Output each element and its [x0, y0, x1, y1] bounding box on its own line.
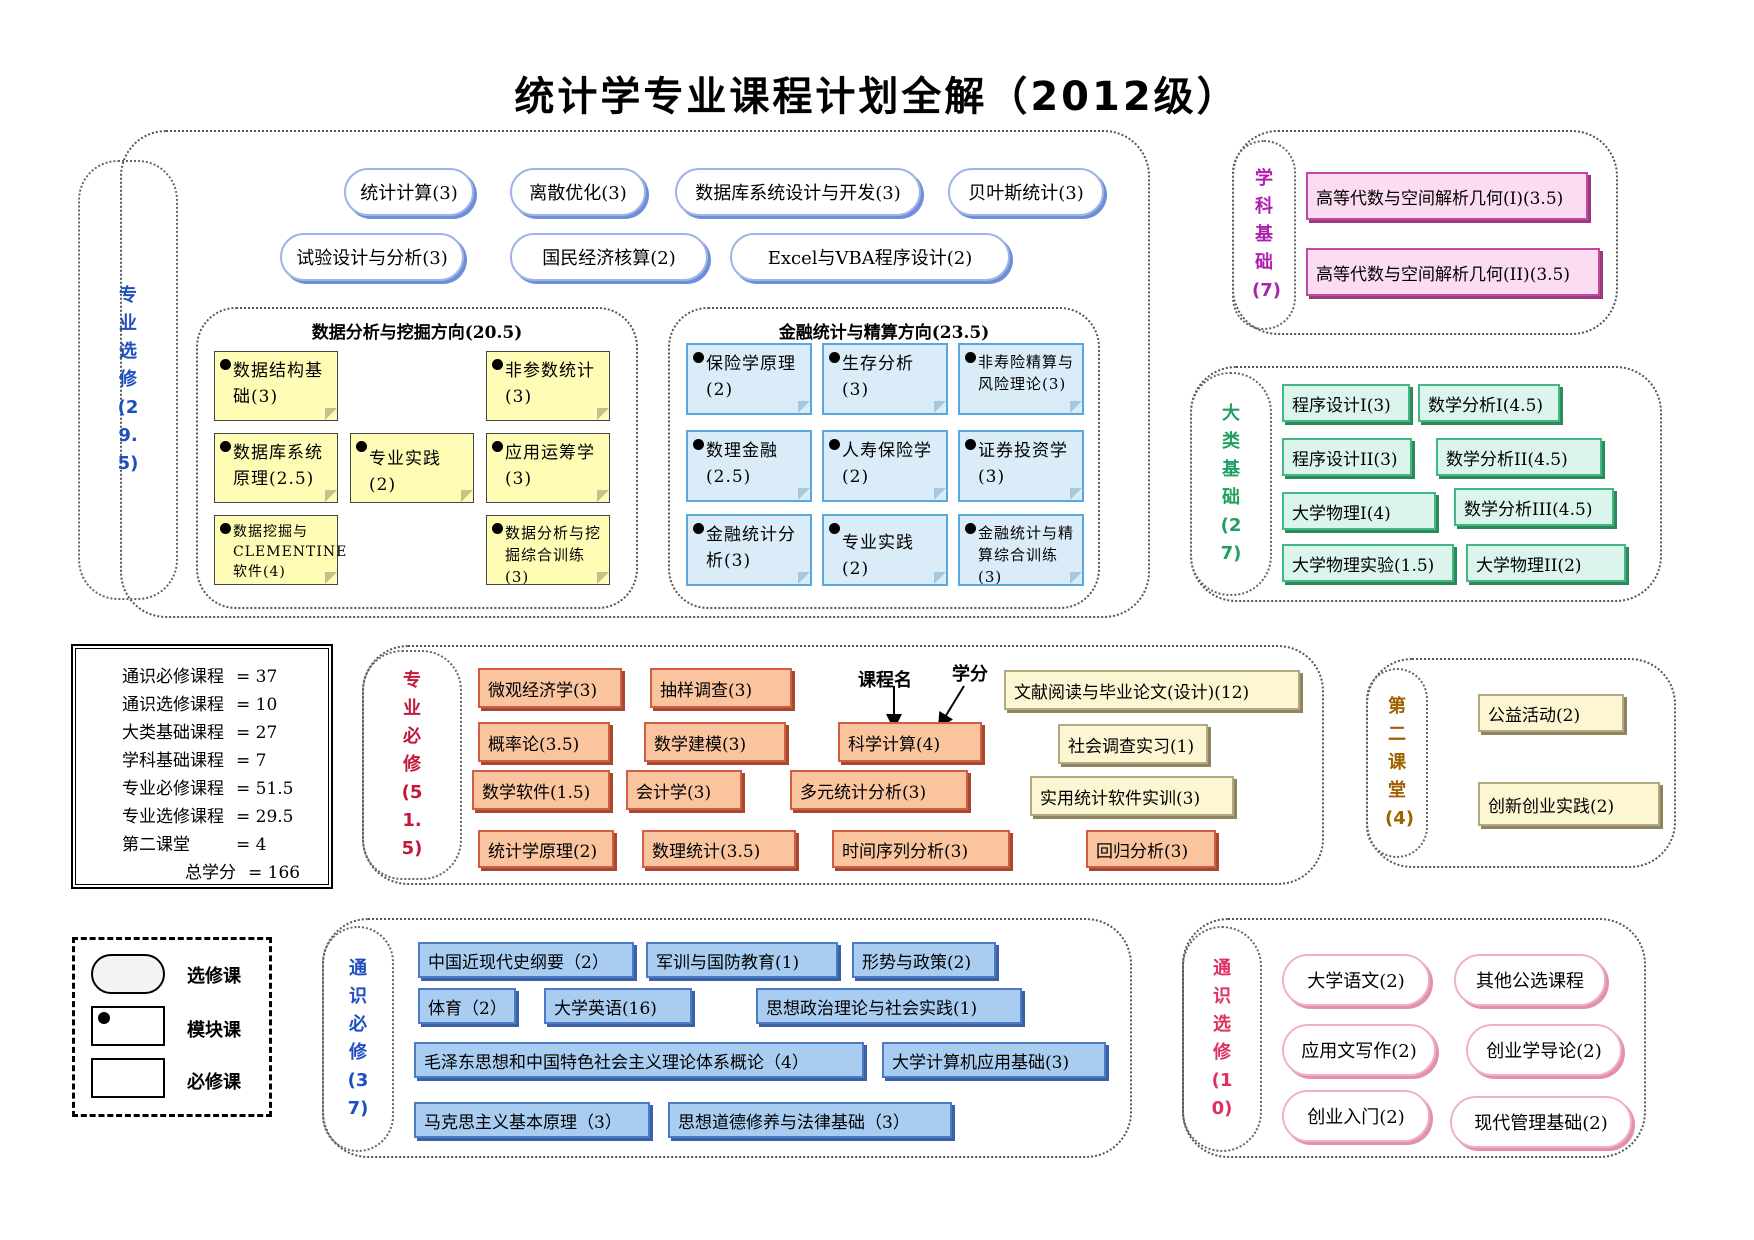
- legend-elective-label: 选修课: [187, 966, 241, 987]
- practice-course: 文献阅读与毕业论文(设计)(12): [1004, 670, 1300, 710]
- required-course: 会计学(3): [626, 770, 742, 810]
- direction-data-mining: [196, 307, 638, 609]
- elective-course: 其他公选课程: [1454, 954, 1606, 1006]
- required-course: 思想道德修养与法律基础（3）: [668, 1102, 952, 1138]
- required-course: 高等代数与空间解析几何(II)(3.5): [1306, 248, 1600, 296]
- module-course: 证券投资学(3): [958, 430, 1084, 502]
- legend-required-label: 必修课: [187, 1072, 241, 1093]
- practice-course: 创新创业实践(2): [1478, 782, 1660, 826]
- required-course: 数学建模(3): [644, 722, 786, 762]
- required-course: 回归分析(3): [1086, 830, 1216, 868]
- direction-title: 金融统计与精算方向(23.5): [778, 323, 990, 343]
- module-course: 应用运筹学(3): [486, 433, 610, 503]
- required-course: 科学计算(4): [838, 722, 982, 762]
- required-course: 大学计算机应用基础(3): [882, 1042, 1106, 1078]
- required-course: 思想政治理论与社会实践(1): [756, 988, 1022, 1024]
- legend: 选修课 模块课 必修课: [72, 937, 272, 1117]
- required-course: 程序设计I(3): [1282, 384, 1410, 422]
- module-course: 非寿险精算与风险理论(3): [958, 343, 1084, 415]
- summary-row: 通识选修课程= 10: [122, 695, 278, 715]
- tab-general-required: 通识必修(37): [322, 926, 394, 1152]
- module-course: 数据挖掘与CLEMENTINE软件(4): [214, 515, 346, 585]
- required-course: 数学软件(1.5): [472, 770, 610, 810]
- practice-course: 实用统计软件实训(3): [1030, 776, 1234, 816]
- elective-course: 大学语文(2): [1282, 954, 1430, 1006]
- required-course: 大学物理实验(1.5): [1282, 544, 1454, 582]
- legend-required-swatch: [91, 1058, 165, 1098]
- module-course: 人寿保险学(2): [822, 430, 948, 502]
- practice-course: 公益活动(2): [1478, 694, 1624, 732]
- summary-row: 专业选修课程= 29.5: [122, 807, 294, 827]
- elective-course: 现代管理基础(2): [1450, 1096, 1632, 1148]
- required-course: 数学分析III(4.5): [1454, 488, 1614, 526]
- direction-title: 数据分析与挖掘方向(20.5): [311, 323, 523, 343]
- tab-second-classroom: 第二课堂(4): [1366, 668, 1428, 858]
- required-course: 数学分析II(4.5): [1436, 438, 1602, 476]
- module-course: 数据结构基础(3): [214, 351, 338, 421]
- elective-course: 国民经济核算(2): [510, 233, 708, 281]
- tab-subject-foundation: 学科基础(7): [1232, 140, 1296, 330]
- elective-course: Excel与VBA程序设计(2): [730, 233, 1010, 281]
- required-course: 大学物理I(4): [1282, 492, 1436, 530]
- required-course: 统计学原理(2): [478, 830, 614, 868]
- page-title: 统计学专业课程计划全解（2012级）: [514, 74, 1240, 120]
- required-course: 形势与政策(2): [852, 942, 996, 978]
- module-course: 金融统计分析(3): [686, 514, 812, 586]
- elective-course: 创业学导论(2): [1466, 1024, 1622, 1076]
- required-course: 概率论(3.5): [478, 722, 610, 762]
- elective-course: 应用文写作(2): [1282, 1024, 1436, 1076]
- required-course: 程序设计II(3): [1282, 438, 1412, 476]
- required-course: 体育（2）: [418, 988, 516, 1024]
- module-course: 专业实践(2): [822, 514, 948, 586]
- tab-general-electives: 通识选修(10): [1182, 926, 1262, 1152]
- annotation-arrows: [886, 685, 965, 730]
- elective-course: 创业入门(2): [1282, 1090, 1430, 1142]
- elective-course: 统计计算(3): [344, 168, 474, 216]
- summary-row: 通识必修课程= 37: [122, 667, 278, 687]
- required-course: 中国近现代史纲要（2）: [418, 942, 634, 978]
- module-course: 金融统计与精算综合训练(3): [958, 514, 1084, 586]
- required-course: 多元统计分析(3): [790, 770, 968, 810]
- module-course: 非参数统计(3): [486, 351, 610, 421]
- summary-row: 大类基础课程= 27: [122, 723, 278, 743]
- required-course: 军训与国防教育(1): [646, 942, 838, 978]
- annotation-credit: 学分: [952, 664, 988, 685]
- module-course: 生存分析(3): [822, 343, 948, 415]
- required-course: 时间序列分析(3): [832, 830, 1010, 868]
- credit-summary: 通识必修课程= 37 通识选修课程= 10 大类基础课程= 27 学科基础课程=…: [71, 644, 333, 889]
- elective-course: 试验设计与分析(3): [280, 233, 464, 281]
- required-course: 数理统计(3.5): [642, 830, 796, 868]
- required-course: 毛泽东思想和中国特色社会主义理论体系概论（4）: [414, 1042, 864, 1078]
- elective-course: 离散优化(3): [510, 168, 646, 216]
- required-course: 马克思主义基本原理（3）: [414, 1102, 650, 1138]
- required-course: 大学英语(16): [544, 988, 692, 1024]
- module-course: 数据库系统原理(2.5): [214, 433, 338, 503]
- module-course: 专业实践(2): [350, 433, 474, 503]
- practice-course: 社会调查实习(1): [1058, 724, 1208, 764]
- required-course: 微观经济学(3): [478, 668, 622, 708]
- region-professional-electives: [120, 130, 1150, 618]
- required-course: 高等代数与空间解析几何(I)(3.5): [1306, 172, 1588, 220]
- elective-course: 贝叶斯统计(3): [948, 168, 1104, 216]
- required-course: 大学物理II(2): [1466, 544, 1626, 582]
- summary-total: 总学分= 166: [185, 863, 301, 883]
- tab-broad-foundation: 大类基础(27): [1190, 372, 1272, 596]
- direction-finance-actuarial: [668, 307, 1100, 609]
- module-course: 数据分析与挖掘综合训练(3): [486, 515, 610, 586]
- legend-elective-swatch: [91, 954, 165, 994]
- annotation-course-name: 课程名: [858, 670, 912, 691]
- summary-row: 第二课堂= 4: [122, 835, 267, 855]
- module-course: 保险学原理(2): [686, 343, 812, 415]
- elective-course: 数据库系统设计与开发(3): [675, 168, 921, 216]
- legend-module-label: 模块课: [187, 1020, 241, 1041]
- required-course: 抽样调查(3): [650, 668, 792, 708]
- summary-row: 学科基础课程= 7: [122, 751, 267, 771]
- legend-module-swatch: [91, 1006, 165, 1046]
- tab-major-required: 专业必修(51.5): [362, 650, 462, 880]
- tab-professional-electives: 专业选修(29.5): [78, 160, 178, 600]
- module-course: 数理金融(2.5): [686, 430, 812, 502]
- required-course: 数学分析I(4.5): [1418, 384, 1560, 422]
- summary-row: 专业必修课程= 51.5: [122, 779, 294, 799]
